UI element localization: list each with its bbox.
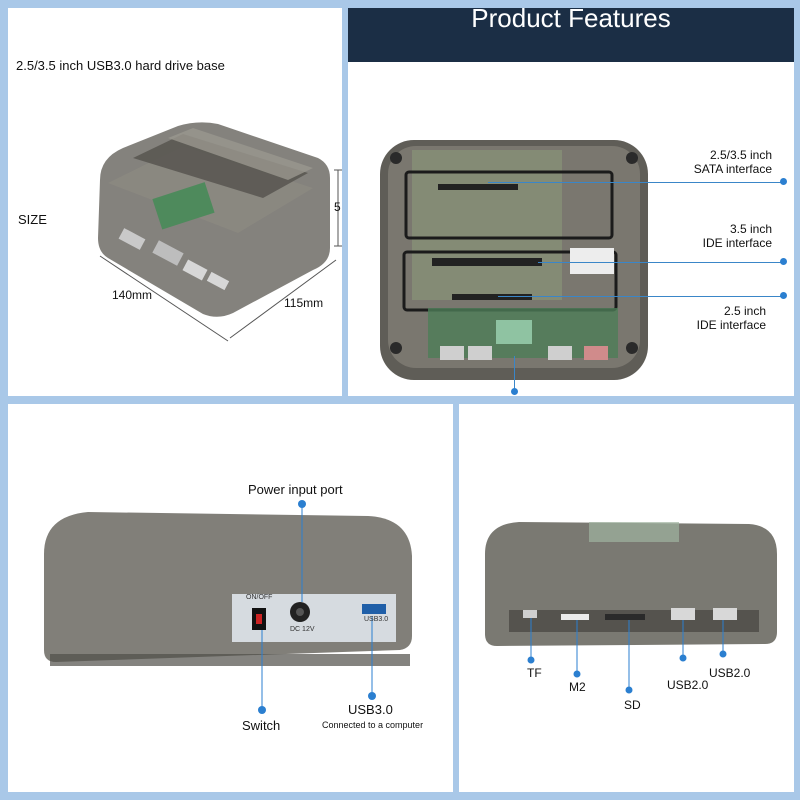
size-panel: 2.5/3.5 inch USB3.0 hard drive base SIZE… [8, 8, 342, 396]
sd-label: SD [624, 698, 641, 712]
drive-base-rear-view [44, 500, 412, 714]
callout-ide25: 2.5 inch IDE interface [697, 304, 766, 332]
front-panel: TF M2 SD USB2.0 USB2.0 [459, 404, 794, 792]
callout-ide25-line1: 2.5 inch [723, 304, 766, 318]
features-panel: Product Features 2.5/3.5 inch SATA [348, 8, 794, 396]
callout-dot-bottom [511, 388, 518, 395]
m2-label: M2 [569, 680, 586, 694]
usb20-label-a: USB2.0 [667, 678, 709, 692]
usb30-sub-label: Connected to a computer [322, 720, 424, 730]
drive-base-inside-view [380, 140, 648, 380]
usb30-label: USB3.0 [348, 702, 393, 717]
callout-sata-line1: 2.5/3.5 inch [709, 148, 772, 162]
usb-print: USB3.0 [364, 616, 389, 623]
product-title: 2.5/3.5 inch USB3.0 hard drive base [16, 58, 225, 73]
height-dimension: 5 [334, 200, 341, 214]
callout-line-sata [488, 182, 784, 183]
width-dimension: 115mm [284, 296, 324, 310]
rear-panel: Power input port ON/OFF DC 12V USB3.0 Sw… [8, 404, 453, 792]
dc-print: DC 12V [290, 626, 315, 633]
drive-base-top-view [98, 122, 342, 342]
switch-label: Switch [242, 718, 281, 733]
usb20-label-b: USB2.0 [709, 666, 751, 680]
length-dimension: 140mm [112, 288, 153, 302]
onoff-print: ON/OFF [246, 594, 273, 601]
drive-base-front-view [485, 522, 777, 694]
callout-ide35-line1: 3.5 inch [729, 222, 772, 236]
power-input-label: Power input port [248, 482, 343, 497]
callout-sata-line2: SATA interface [693, 162, 772, 176]
callout-sata: 2.5/3.5 inch SATA interface [694, 148, 772, 176]
callout-line-ide25 [498, 296, 784, 297]
callout-ide35-line2: IDE interface [702, 236, 772, 250]
callout-dot-sata [780, 178, 787, 185]
callout-line-ide35 [538, 262, 784, 263]
features-title: Product Features [471, 8, 671, 33]
callout-dot-ide35 [780, 258, 787, 265]
features-header: Product Features [348, 8, 794, 62]
callout-ide35: 3.5 inch IDE interface [703, 222, 772, 250]
tf-label: TF [527, 666, 542, 680]
callout-dot-ide25 [780, 292, 787, 299]
callout-ide25-line2: IDE interface [696, 318, 766, 332]
size-label: SIZE [18, 212, 47, 227]
callout-line-bottom [514, 356, 515, 392]
